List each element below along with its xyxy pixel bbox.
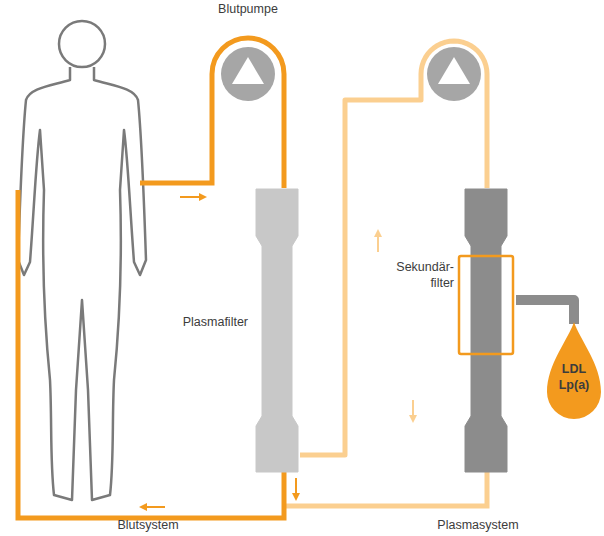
pump-symbol (427, 47, 481, 101)
plasma-line (284, 472, 487, 506)
filter-box: Plasmafilter (160, 188, 300, 474)
blood-line (140, 38, 284, 183)
filter-box-outline (160, 188, 300, 474)
blood-line (18, 190, 284, 518)
pump-box-outline (208, 2, 288, 108)
person-figure (18, 21, 146, 500)
node-label: Sekundär- filter (392, 260, 454, 291)
system-label: Plasmasystem (437, 518, 518, 532)
flow-line (516, 300, 574, 324)
filter-box: Sekundär- filter (392, 188, 516, 474)
node-label: Plasmafilter (160, 315, 248, 331)
pump-box: Blutpumpe (208, 2, 288, 108)
node-label: Blutpumpe (208, 2, 288, 18)
drop-shape: LDL Lp(a) (544, 318, 604, 422)
flow-line (282, 108, 287, 188)
flow-line (300, 41, 487, 455)
system-label: Blutsystem (117, 518, 178, 532)
node-label: LDL Lp(a) (552, 362, 596, 393)
filter-box-outline (392, 188, 516, 474)
